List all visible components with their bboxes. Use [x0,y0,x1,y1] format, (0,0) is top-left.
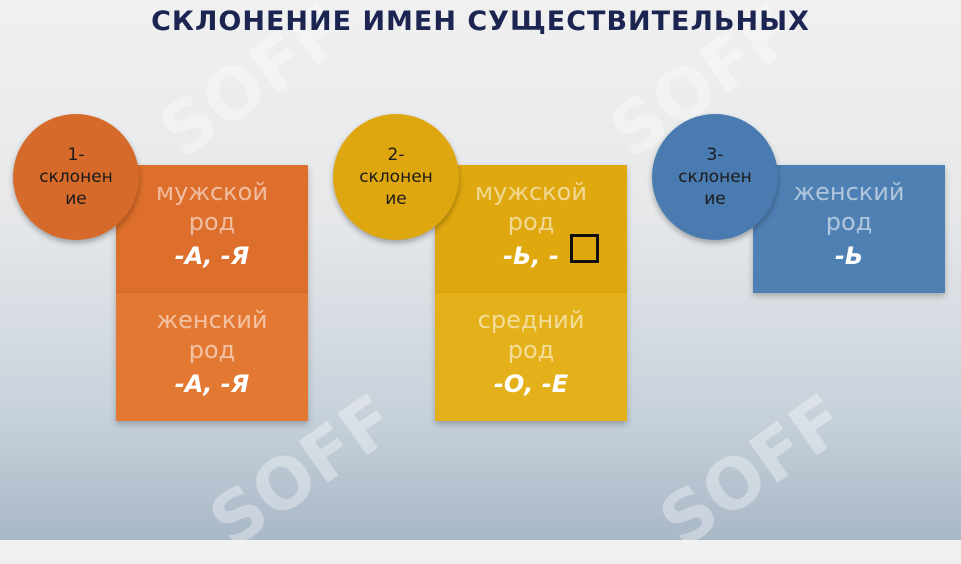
group2-box-masculine: мужской род -Ь, - [435,165,627,293]
group2-box1-suffix: -Ь, - [503,242,559,270]
group1-box1-suffix: -А, -Я [174,242,250,270]
group1-circle: 1- склонен ие [13,114,139,240]
group2-box-neuter: средний род -О, -Е [435,293,627,421]
group2-box1-label: мужской род [475,178,587,236]
group2-circle-label: 2- склонен ие [359,145,433,209]
group3-circle-label: 3- склонен ие [678,145,752,209]
group1-box-masculine: мужской род -А, -Я [116,165,308,293]
selection-checkbox[interactable] [570,234,599,263]
group1-box1-label: мужской род [156,178,268,236]
group1-box2-label: женский род [156,306,268,364]
group3-box1-suffix: -Ь [834,242,864,270]
page-title: СКЛОНЕНИЕ ИМЕН СУЩЕСТВИТЕЛЬНЫХ [151,6,810,37]
watermark-4: SOFF [645,378,861,564]
group1-box2-suffix: -А, -Я [174,370,250,398]
group2-box2-suffix: -О, -Е [493,370,569,398]
group1-circle-label: 1- склонен ие [39,145,113,209]
group3-circle: 3- склонен ие [652,114,778,240]
group3-box1-label: женский род [793,178,905,236]
group1-box-feminine: женский род -А, -Я [116,293,308,421]
group2-circle: 2- склонен ие [333,114,459,240]
group3-box-feminine: женский род -Ь [753,165,945,293]
group2-box2-label: средний род [477,306,585,364]
